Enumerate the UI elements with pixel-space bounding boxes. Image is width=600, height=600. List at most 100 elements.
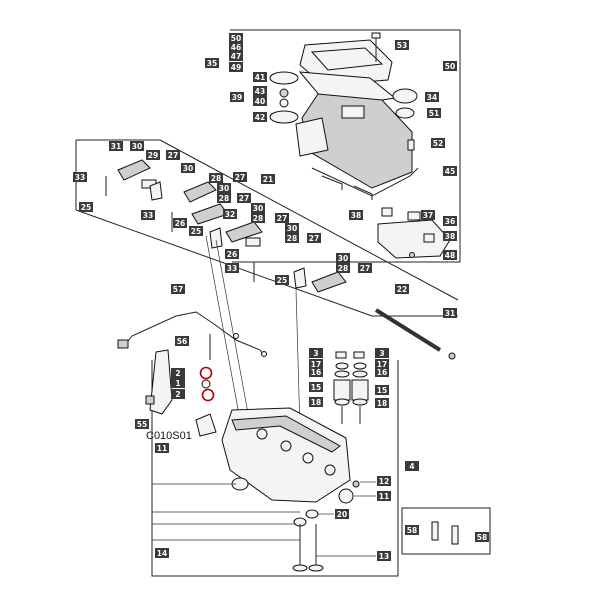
callout-c4: 4 (405, 461, 419, 471)
callout-c51: 51 (427, 108, 441, 118)
callout-box (375, 359, 389, 369)
harness-connector (117, 339, 129, 349)
callout-box (155, 548, 169, 558)
callout-number: 32 (225, 210, 235, 219)
valve-cap-left (335, 351, 347, 359)
callout-c25b: 25 (189, 226, 203, 236)
callout-box (130, 141, 144, 151)
callout-number: 42 (255, 113, 265, 122)
callout-number: 28 (219, 194, 229, 203)
cover-gasket-tab-2 (353, 185, 373, 200)
callout-number: 41 (255, 73, 265, 82)
valve-collet-right (353, 362, 367, 370)
callout-box (336, 253, 350, 263)
callout-c27f: 27 (358, 263, 372, 273)
callout-number: 48 (445, 251, 455, 260)
callout-c27a: 27 (166, 150, 180, 160)
callout-number: 50 (445, 62, 455, 71)
callout-c46: 46 (229, 42, 243, 52)
cover-gasket-bottom (311, 167, 419, 197)
callout-box (358, 263, 372, 273)
injector-seal-upper (199, 366, 213, 380)
callout-box (253, 96, 267, 106)
callout-number: 40 (255, 97, 265, 106)
callout-c21: 21 (261, 174, 275, 184)
callout-c53: 53 (395, 40, 409, 50)
callout-number: 20 (337, 510, 347, 519)
spring-retainer-right (352, 370, 368, 378)
valve-cover-assembly (269, 32, 451, 259)
callout-c39: 39 (230, 92, 244, 102)
callout-c37: 37 (421, 210, 435, 220)
callout-number: 2 (175, 390, 180, 399)
callout-box (309, 359, 323, 369)
callout-box (431, 138, 445, 148)
callout-number: 21 (263, 175, 273, 184)
valve-spring-left (333, 379, 351, 401)
frame-rocker-diag-bottom (75, 209, 373, 317)
callout-c40: 40 (253, 96, 267, 106)
rocker-shaft-plug (448, 352, 456, 360)
callout-number: 35 (207, 59, 217, 68)
callout-c27c: 27 (237, 193, 251, 203)
filler-cap-gasket (395, 107, 415, 119)
callout-number: 29 (148, 151, 158, 160)
callout-number: 17 (311, 360, 321, 369)
callout-c33c: 33 (225, 263, 239, 273)
callout-c33a: 33 (73, 172, 87, 182)
callout-number: 27 (309, 234, 319, 243)
callout-number: 27 (168, 151, 178, 160)
callout-box (405, 525, 419, 535)
callout-box (349, 210, 363, 220)
callout-number: 49 (231, 63, 241, 72)
callout-c25a: 25 (79, 202, 93, 212)
callout-number: 30 (132, 142, 142, 151)
callout-c27e: 27 (307, 233, 321, 243)
callout-box (443, 231, 457, 241)
callout-box (275, 213, 289, 223)
rocker-shaft (374, 308, 442, 352)
callout-c17b: 17 (375, 359, 389, 369)
rocker-support-1 (149, 181, 163, 201)
callout-number: 33 (143, 211, 153, 220)
callout-number: 22 (397, 285, 407, 294)
callout-number: 38 (445, 232, 455, 241)
callout-c27d: 27 (275, 213, 289, 223)
callout-c11a: 11 (155, 443, 169, 453)
valve-cap-right (353, 351, 365, 359)
callout-number: 28 (211, 174, 221, 183)
callout-c28a: 28 (209, 173, 223, 183)
callout-number: 11 (157, 444, 167, 453)
callout-c58b: 58 (475, 532, 489, 542)
callout-c16a: 16 (309, 367, 323, 377)
harness-terminal-1 (233, 333, 239, 339)
callout-box (217, 193, 231, 203)
callout-c31b: 31 (443, 308, 457, 318)
callout-c14: 14 (155, 548, 169, 558)
callout-box (405, 461, 419, 471)
callout-c17a: 17 (309, 359, 323, 369)
callout-c30d: 30 (251, 203, 265, 213)
callout-c49: 49 (229, 62, 243, 72)
callout-c26a: 26 (173, 218, 187, 228)
breather-ring (279, 88, 289, 98)
callout-number: 27 (360, 264, 370, 273)
rocker-arm-group (117, 159, 347, 293)
callout-box (189, 226, 203, 236)
callout-number: 27 (277, 214, 287, 223)
callout-number: 30 (183, 164, 193, 173)
callout-box (377, 551, 391, 561)
callout-number: 28 (287, 234, 297, 243)
callout-box (225, 249, 239, 259)
callout-box (205, 58, 219, 68)
injector-washer (201, 379, 211, 389)
callout-c35: 35 (205, 58, 219, 68)
breather-plate-bottom (269, 110, 299, 124)
callout-box (229, 62, 243, 72)
port-4 (324, 464, 336, 476)
callout-number: 12 (379, 477, 389, 486)
callout-c30a: 30 (130, 141, 144, 151)
callout-number: 30 (338, 254, 348, 263)
